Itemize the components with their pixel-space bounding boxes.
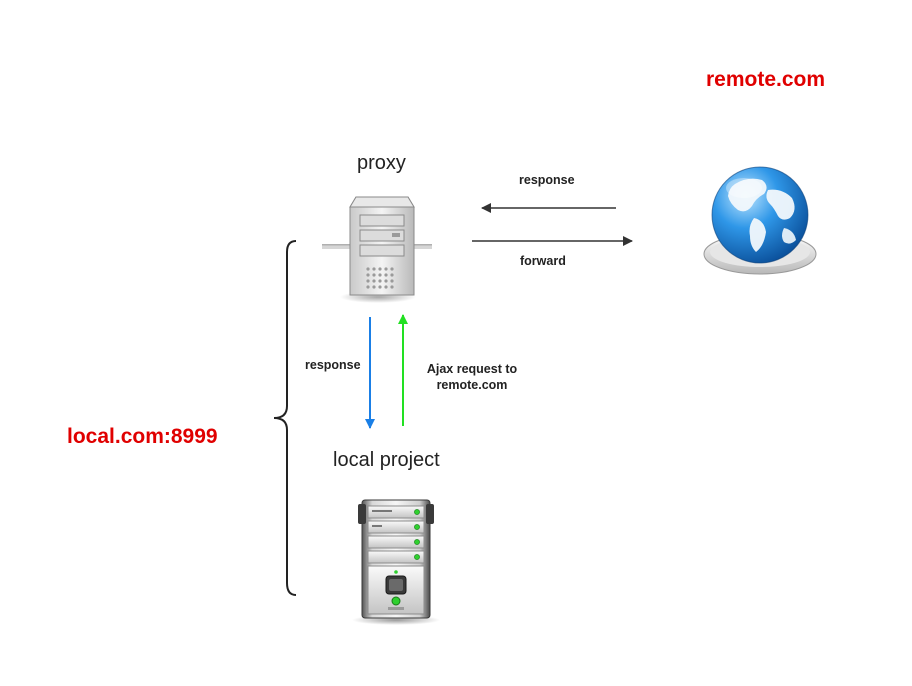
server-tower-icon <box>322 196 432 303</box>
edge-label-remote-response: response <box>519 173 575 187</box>
edge-label-local-response: response <box>305 358 361 372</box>
proxy-label: proxy <box>357 152 406 174</box>
local-host-label: local.com:8999 <box>67 425 218 448</box>
edge-label-ajax-request: Ajax request to remote.com <box>420 361 524 393</box>
edge-label-forward: forward <box>520 254 566 268</box>
edge-label-ajax-line2: remote.com <box>436 378 508 392</box>
globe-icon <box>703 166 817 275</box>
local-project-label: local project <box>333 449 440 471</box>
remote-host-label: remote.com <box>706 68 826 91</box>
server-rack-icon <box>352 499 440 625</box>
edge-label-ajax-line1: Ajax request to <box>426 362 518 376</box>
local-group-brace <box>273 240 297 596</box>
